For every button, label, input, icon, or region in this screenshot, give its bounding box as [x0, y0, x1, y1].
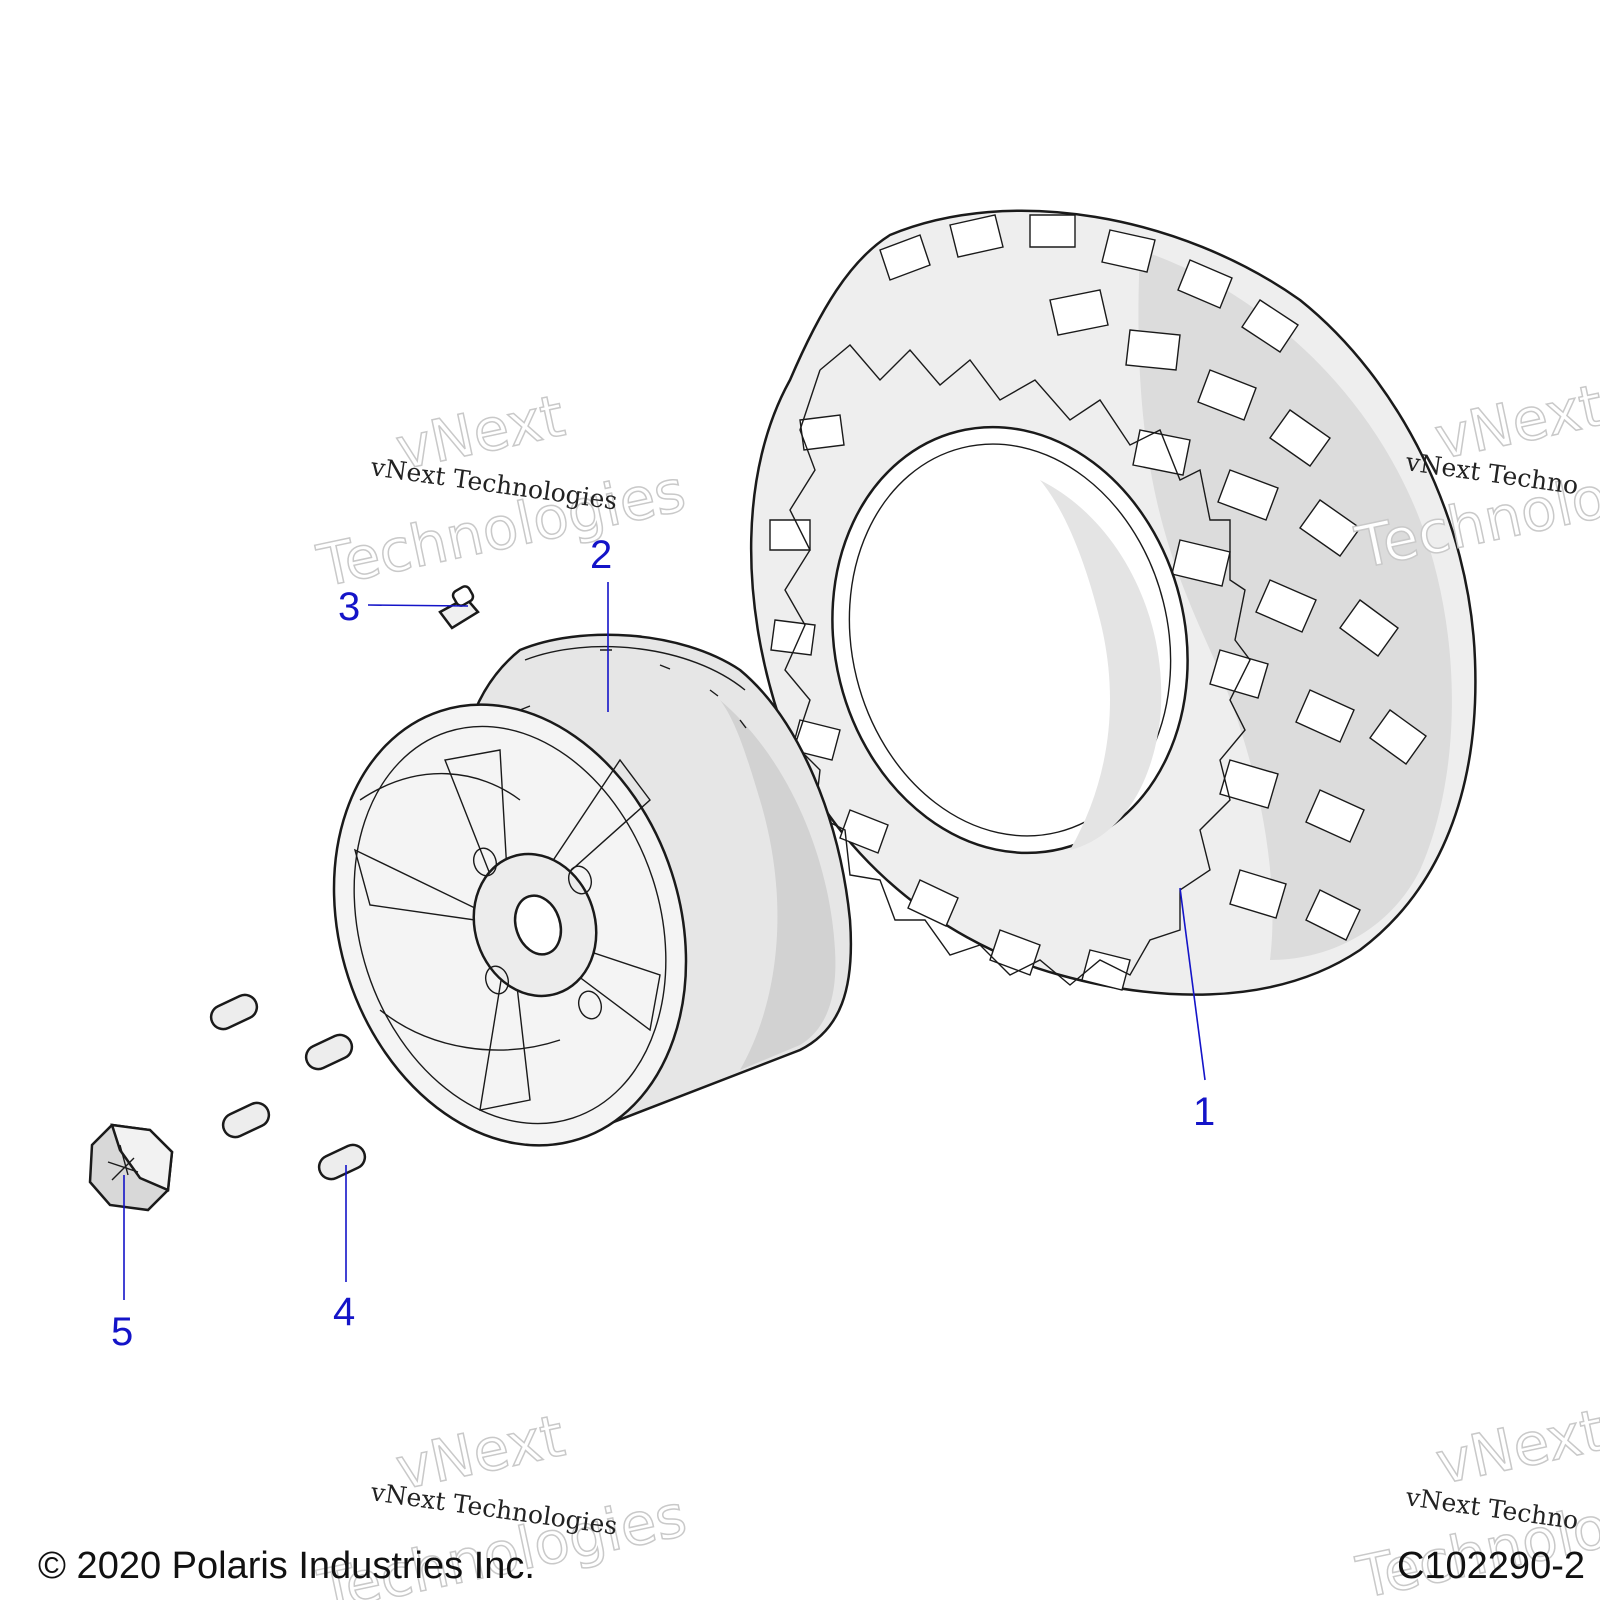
callout-4: 4 — [333, 1290, 355, 1334]
valve-stem — [438, 585, 480, 630]
lug-studs — [209, 993, 367, 1181]
center-cap — [88, 1123, 174, 1212]
leader-lines — [123, 582, 1206, 1300]
tread-lugs — [769, 214, 1427, 991]
callout-2: 2 — [590, 533, 612, 577]
tire — [749, 209, 1477, 996]
callout-1: 1 — [1193, 1090, 1215, 1134]
diagram-id: C102290-2 — [1397, 1545, 1585, 1587]
callout-3: 3 — [338, 585, 360, 629]
copyright-text: © 2020 Polaris Industries Inc. — [38, 1545, 535, 1587]
lug-holes — [472, 847, 603, 1020]
callout-5: 5 — [111, 1310, 133, 1354]
wheel-rim — [332, 633, 853, 1147]
